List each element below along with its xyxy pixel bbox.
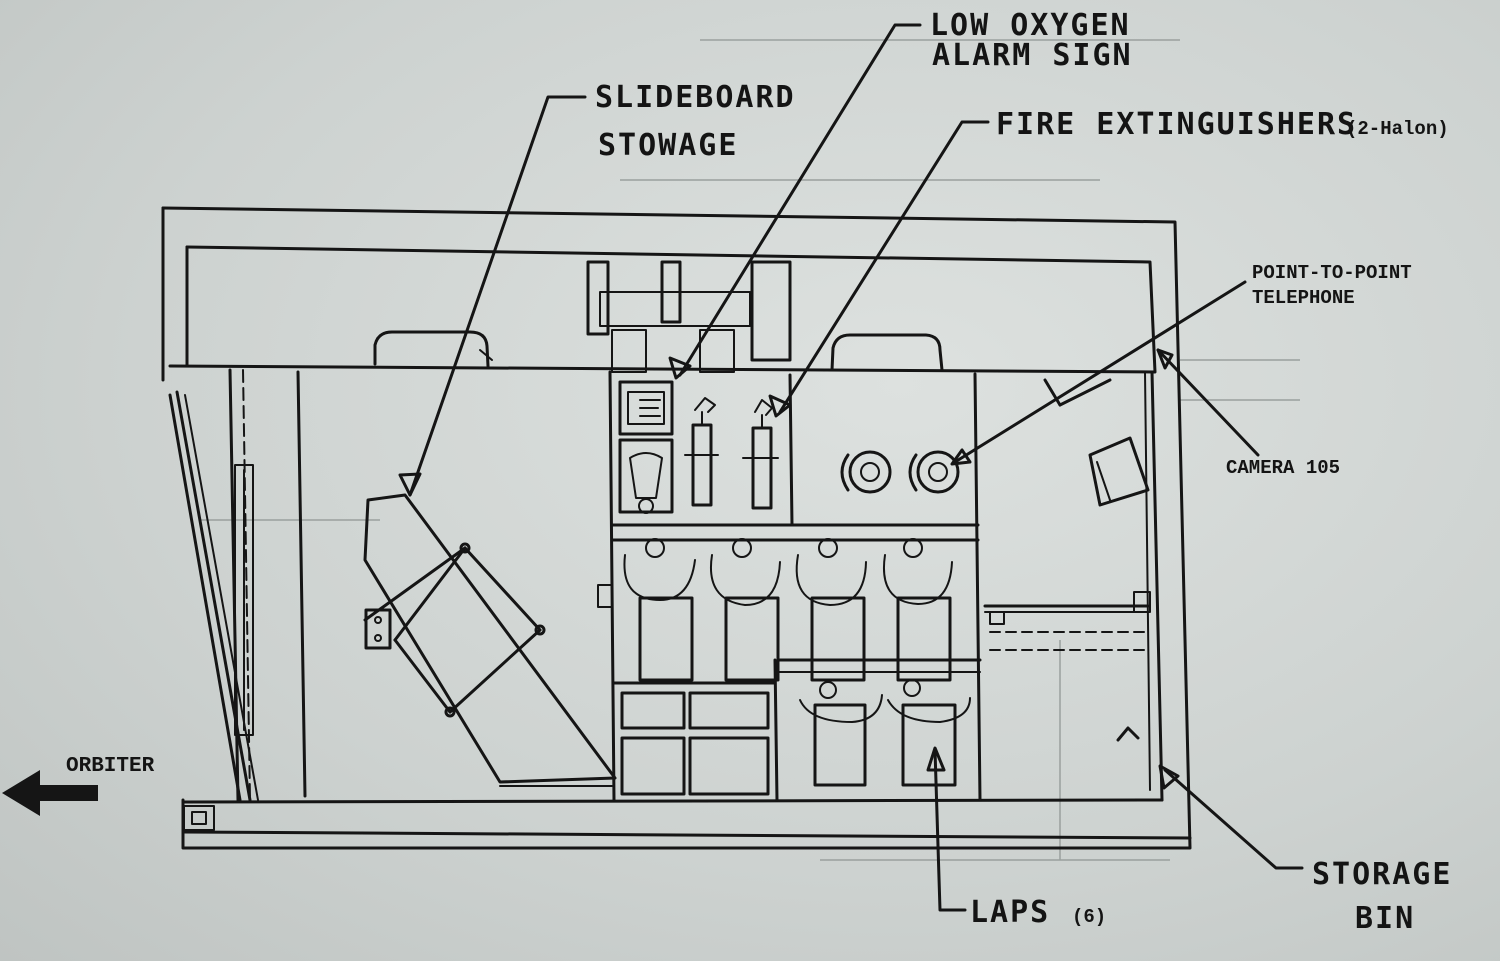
label-telephone-line1: POINT-TO-POINT [1252, 262, 1412, 284]
fire-extinguisher-1 [684, 397, 719, 507]
storage-bin [983, 591, 1151, 742]
label-laps-count: (6) [1072, 906, 1106, 928]
orbiter-arrow [2, 770, 98, 816]
lap-row-lower [799, 679, 971, 787]
label-slideboard-line2: STOWAGE [598, 128, 738, 163]
low-oxygen-alarm-sign [618, 380, 674, 436]
module-outline [161, 206, 1192, 850]
label-telephone-line2: TELEPHONE [1252, 287, 1355, 309]
telephone-1 [840, 450, 892, 494]
leader-lines [398, 23, 1304, 912]
label-slideboard-line1: SLIDEBOARD [595, 80, 796, 115]
telephone-2 [908, 450, 960, 494]
camera-105 [1088, 436, 1150, 507]
fire-extinguisher-2 [742, 399, 779, 510]
label-low-oxygen-line2: ALARM SIGN [932, 38, 1133, 73]
label-fire-extinguishers-note: (2-Halon) [1346, 118, 1449, 140]
label-storage-line2: BIN [1355, 901, 1415, 936]
label-fire-extinguishers: FIRE EXTINGUISHERS [996, 107, 1357, 142]
slideboard [363, 493, 617, 787]
lap-row-upper [623, 538, 953, 682]
bleed-through-lines [200, 39, 1300, 861]
label-storage-line1: STORAGE [1312, 857, 1452, 892]
label-orbiter: ORBITER [66, 755, 155, 778]
label-laps: LAPS [970, 895, 1050, 930]
label-camera: CAMERA 105 [1226, 457, 1340, 479]
equipment-panel [586, 260, 1151, 802]
label-low-oxygen-line1: LOW OXYGEN [930, 8, 1131, 43]
